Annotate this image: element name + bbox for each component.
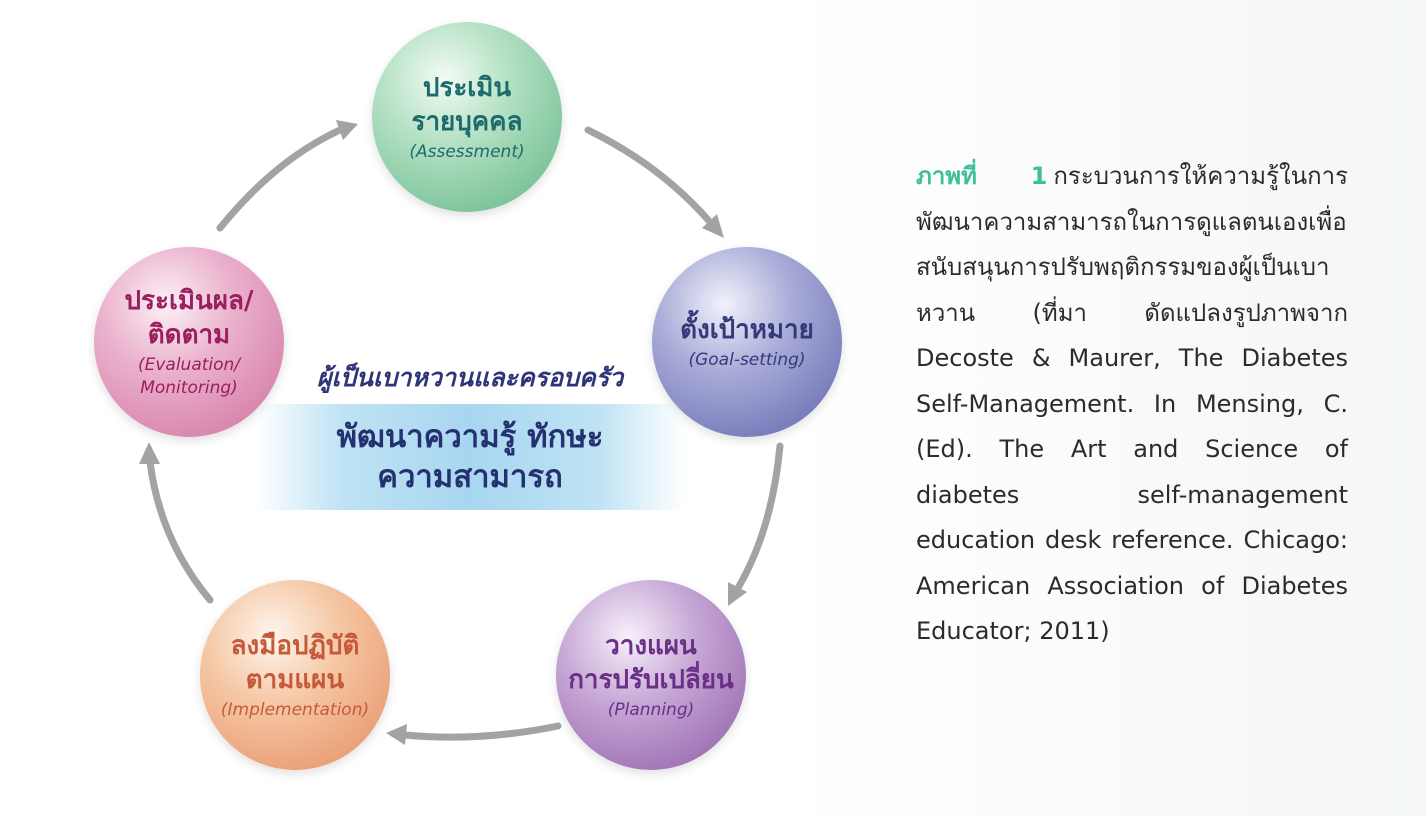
cycle-arrows — [139, 120, 784, 745]
arrow-implementation-to-evaluation — [146, 458, 214, 604]
node-planning-line2: การปรับเปลี่ยน — [568, 664, 734, 695]
node-planning-english: (Planning) — [607, 699, 695, 720]
node-evaluation-english-1: (Evaluation/ — [137, 355, 241, 375]
caption-label: ภาพที่ 1 — [916, 162, 1048, 190]
center-line2: ความสามารถ — [377, 459, 563, 495]
caption-text: กระบวนการให้ความรู้ในการพัฒนาความสามารถใ… — [916, 162, 1348, 645]
node-goal-english: (Goal-setting) — [688, 349, 806, 370]
node-evaluation-english-2: Monitoring) — [140, 378, 238, 398]
node-assessment-line1: ประเมิน — [422, 72, 512, 103]
node-evaluation-line1: ประเมินผล/ — [124, 286, 254, 316]
node-implementation-line1: ลงมือปฏิบัติ — [230, 630, 360, 661]
center-line1: พัฒนาความรู้ ทักษะ — [336, 419, 604, 455]
node-evaluation-monitoring: ประเมินผล/ ติดตาม (Evaluation/ Monitorin… — [94, 247, 284, 437]
arrowhead-assessment-to-goal — [702, 214, 724, 238]
arrow-assessment-to-goal — [584, 126, 714, 226]
arrowhead-goal-to-planning — [728, 582, 747, 606]
center-subtitle: ผู้เป็นเบาหวานและครอบครัว — [316, 363, 624, 392]
node-planning-line1: วางแผน — [605, 630, 697, 661]
node-implementation-line2: ตามแผน — [245, 664, 345, 695]
node-implementation: ลงมือปฏิบัติ ตามแผน (Implementation) — [200, 580, 390, 770]
node-evaluation-line2: ติดตาม — [147, 320, 231, 350]
node-assessment: ประเมิน รายบุคคล (Assessment) — [372, 22, 562, 212]
arrowhead-implementation-to-evaluation — [139, 442, 160, 464]
node-goal-line1: ตั้งเป้าหมาย — [680, 314, 814, 345]
node-implementation-english: (Implementation) — [220, 699, 370, 720]
arrow-planning-to-implementation — [401, 722, 562, 741]
arrowhead-evaluation-to-assessment — [336, 120, 358, 140]
node-assessment-line2: รายบุคคล — [411, 106, 523, 137]
center-band: พัฒนาความรู้ ทักษะ ความสามารถ — [255, 404, 685, 510]
arrow-evaluation-to-assessment — [216, 126, 344, 232]
arrowhead-planning-to-implementation — [386, 724, 407, 745]
node-assessment-english: (Assessment) — [409, 141, 525, 162]
cycle-diagram: ประเมิน รายบุคคล (Assessment) ตั้งเป้าหม… — [94, 22, 842, 770]
arrow-goal-to-planning — [734, 442, 784, 592]
node-planning: วางแผน การปรับเปลี่ยน (Planning) — [556, 580, 746, 770]
